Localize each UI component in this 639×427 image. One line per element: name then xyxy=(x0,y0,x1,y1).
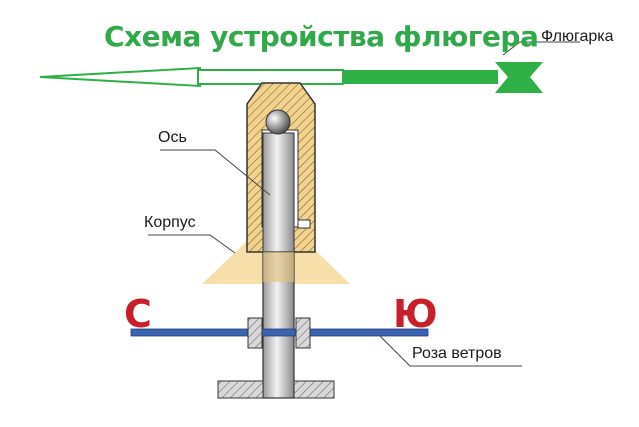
label-wind-rose: Роза ветров xyxy=(412,345,502,362)
wind-rose-bar xyxy=(130,328,429,337)
vane-arrow xyxy=(39,62,543,93)
base-flange-left xyxy=(217,380,264,399)
direction-south: Ю xyxy=(393,292,438,336)
base-flange-right xyxy=(293,380,335,399)
vane-arrow-shaft xyxy=(343,70,498,84)
vane-arrow-tail xyxy=(495,62,543,93)
diagram-title: Схема устройства флюгера xyxy=(104,20,539,53)
vane-arrow-shaft-outline xyxy=(197,69,344,85)
leader-vane xyxy=(502,41,580,56)
label-housing: Корпус xyxy=(144,214,196,231)
direction-north: С xyxy=(124,292,152,336)
leader-axis xyxy=(160,149,271,196)
rod-sleeve xyxy=(263,252,294,282)
set-screw xyxy=(297,219,311,229)
label-vane: Флюгарка xyxy=(541,28,614,45)
vane-arrow-head xyxy=(39,66,201,88)
rose-hub-left xyxy=(247,317,263,349)
label-axis: Ось xyxy=(158,129,187,146)
bearing-ball xyxy=(265,109,291,135)
leader-housing xyxy=(148,234,236,254)
leader-lines xyxy=(148,41,580,367)
rose-hub-right xyxy=(295,317,311,349)
leader-rose xyxy=(379,335,522,367)
